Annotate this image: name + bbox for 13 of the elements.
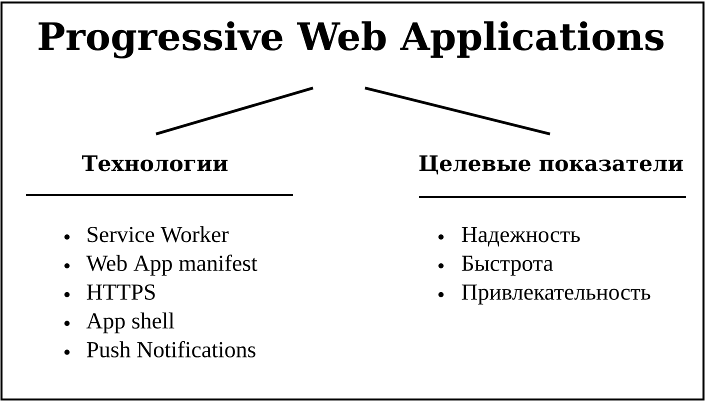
list-item: Service Worker	[88, 226, 229, 242]
heading-text: Технологии	[82, 155, 228, 172]
list-item: Привлекательность	[462, 284, 650, 304]
list-item: App shell	[86, 312, 174, 334]
heading-text: Целевые показатели	[419, 155, 683, 174]
connector-line	[364, 86, 550, 136]
list-item: Push Notifications	[86, 341, 256, 358]
list-item: Web App manifest	[86, 254, 258, 276]
title-text: Progressive Web Applications	[38, 21, 664, 58]
list-item: Надежность	[462, 226, 580, 246]
connector-line	[156, 86, 314, 136]
list-item: Быстрота	[462, 256, 553, 276]
list-item: HTTPS	[86, 284, 155, 300]
